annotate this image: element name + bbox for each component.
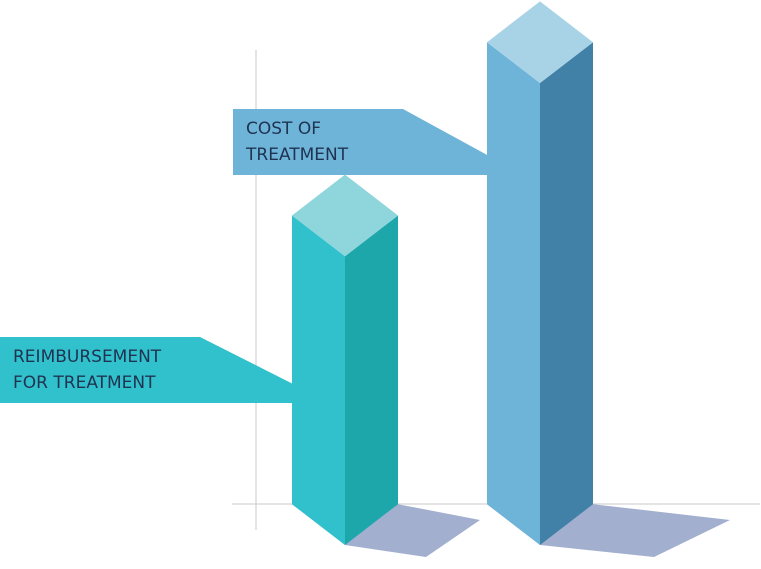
bar-top-1 [292,174,398,257]
bar-side-1 [345,215,398,545]
bar-top-2 [487,1,593,84]
callout-banner-1 [0,337,293,403]
bar-front-1 [292,215,345,545]
bar-front-2 [487,42,540,545]
bar-side-2 [540,42,593,545]
callout-banner-2 [233,109,489,175]
bars [292,1,593,545]
